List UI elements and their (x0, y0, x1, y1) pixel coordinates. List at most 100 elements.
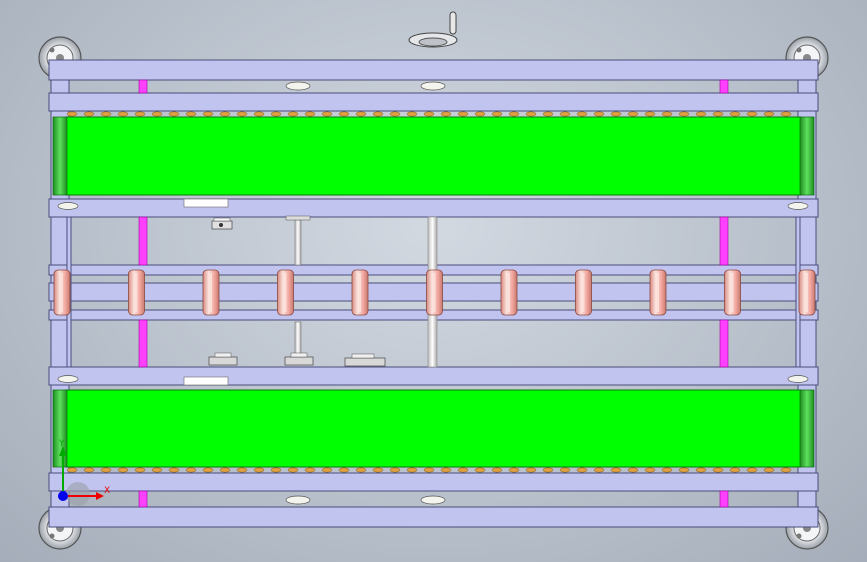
chain-link (627, 467, 639, 473)
bottom-outer-beam[interactable] (48, 506, 819, 528)
belt-end-roller (799, 389, 815, 468)
chain-link (338, 111, 350, 117)
chain-link (576, 467, 588, 473)
chain-link (287, 467, 299, 473)
top-outer-beam[interactable] (48, 59, 819, 81)
chain-link (406, 467, 418, 473)
conveyor-roller[interactable] (500, 269, 518, 316)
chain-link (661, 111, 673, 117)
conveyor-roller[interactable] (798, 269, 816, 316)
chain-link (746, 111, 758, 117)
drive-shaft-upper (285, 215, 311, 266)
chain-link (525, 111, 537, 117)
chain-link (508, 111, 520, 117)
conveyor-roller[interactable] (351, 269, 369, 316)
y-axis-label: Y (58, 439, 65, 449)
upper-conveyor-belt[interactable] (52, 116, 815, 196)
bearing-icon (57, 81, 809, 505)
chain-link (83, 467, 95, 473)
bottom-inner-beam[interactable] (48, 472, 819, 492)
chain-link (304, 111, 316, 117)
chain-link (423, 467, 435, 473)
conveyor-roller[interactable] (575, 269, 592, 316)
chain-link (321, 111, 333, 117)
sprocket-icon (208, 352, 238, 366)
chain-link (355, 111, 367, 117)
chain-link (644, 111, 656, 117)
chain-link (372, 111, 384, 117)
chain-link (270, 467, 282, 473)
chain-link (542, 111, 554, 117)
chain-link (491, 111, 503, 117)
chain-link (355, 467, 367, 473)
chain-link (559, 111, 571, 117)
chain-link (729, 111, 741, 117)
chain-link (661, 467, 673, 473)
chain-link (457, 111, 469, 117)
chain-link (253, 467, 265, 473)
chain-link (763, 111, 775, 117)
chain-link (151, 111, 163, 117)
chain-link (593, 111, 605, 117)
chain-link (117, 467, 129, 473)
conveyor-roller[interactable] (724, 269, 741, 316)
chain-link (202, 111, 214, 117)
chain-link (202, 467, 214, 473)
sprocket-icon (344, 353, 386, 367)
chain-link (168, 111, 180, 117)
belt-chain (66, 467, 792, 473)
chain-link (423, 111, 435, 117)
conveyor-roller[interactable] (649, 269, 667, 316)
chain-link (219, 467, 231, 473)
chain-link (389, 111, 401, 117)
chain-link (372, 467, 384, 473)
chain-link (83, 111, 95, 117)
drive-shaft-lower (294, 321, 302, 357)
mid-beam-5[interactable] (48, 366, 819, 386)
chain-link (134, 111, 146, 117)
conveyor-roller[interactable] (128, 269, 145, 316)
chain-link (321, 467, 333, 473)
chain-link (440, 111, 452, 117)
chain-link (440, 467, 452, 473)
belt-chain (66, 111, 792, 117)
chain-link (542, 467, 554, 473)
chain-link (593, 467, 605, 473)
chain-link (627, 111, 639, 117)
chain-link (117, 111, 129, 117)
conveyor-roller[interactable] (277, 269, 294, 316)
roller-row[interactable] (53, 269, 816, 316)
chain-link (678, 467, 690, 473)
chain-link (678, 111, 690, 117)
chain-link (474, 467, 486, 473)
chain-link (66, 467, 78, 473)
handwheel-icon[interactable] (408, 11, 458, 48)
chain-link (236, 111, 248, 117)
chain-link (576, 111, 588, 117)
mid-beam-1[interactable] (48, 198, 819, 218)
chain-link (134, 467, 146, 473)
conveyor-roller[interactable] (202, 269, 220, 316)
chain-link (559, 467, 571, 473)
chain-link (525, 467, 537, 473)
lower-conveyor-belt[interactable] (52, 389, 815, 468)
chain-link (746, 467, 758, 473)
belt-end-roller (799, 116, 815, 196)
conveyor-roller[interactable] (53, 269, 71, 316)
chain-link (780, 111, 792, 117)
chain-link (508, 467, 520, 473)
guide-rails (138, 79, 729, 508)
chain-link (236, 467, 248, 473)
conveyor-roller[interactable] (426, 269, 443, 316)
chain-link (406, 111, 418, 117)
chain-link (389, 467, 401, 473)
top-inner-beam[interactable] (48, 92, 819, 112)
sprocket-icon (211, 217, 233, 230)
mounting-plate (183, 376, 229, 386)
chain-link (712, 111, 724, 117)
chain-link (185, 111, 197, 117)
x-axis-label: X (104, 486, 110, 496)
chain-link (100, 467, 112, 473)
chain-link (729, 467, 741, 473)
